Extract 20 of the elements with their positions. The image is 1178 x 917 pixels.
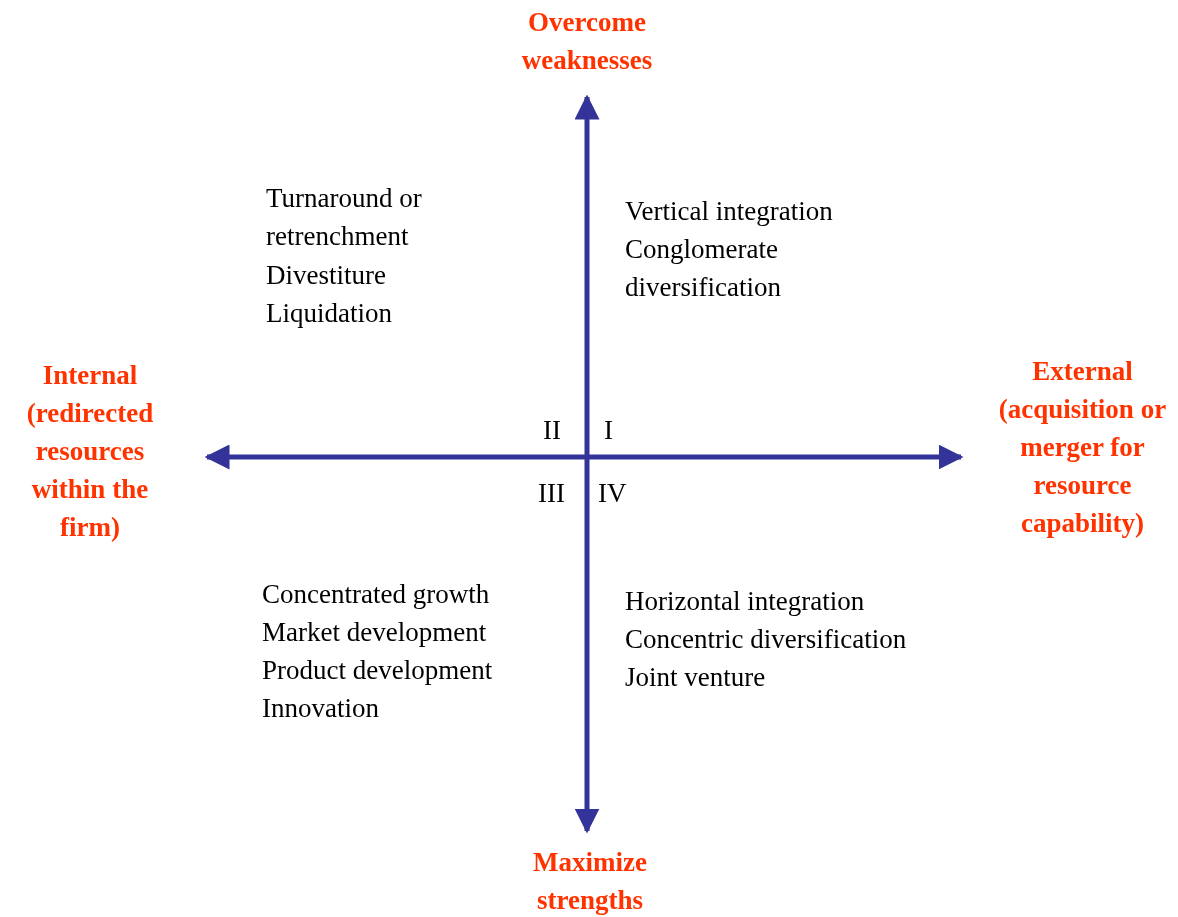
strategy-text: Concentrated growth xyxy=(262,578,491,611)
quadrant-number: I xyxy=(604,414,614,447)
strategy-text: Divestiture xyxy=(266,259,387,292)
axis-label: Internal (redirected resources within the firm) xyxy=(25,359,155,544)
strategy-text: Innovation xyxy=(262,692,380,725)
quadrant-number: III xyxy=(538,477,566,510)
strategy-text: Joint venture xyxy=(625,661,767,694)
strategy-text: Market development xyxy=(262,616,488,649)
axis-label: Maximize strengths xyxy=(532,846,648,917)
axis-label: External (acquisition or merger for resource capability) xyxy=(997,355,1168,540)
strategy-text: Product development xyxy=(262,654,494,687)
strategy-text: Concentric diversification xyxy=(625,623,908,656)
strategy-text: Vertical integration xyxy=(625,195,834,228)
strategy-text: Liquidation xyxy=(266,297,393,330)
quadrant-number: IV xyxy=(598,477,628,510)
strategy-text: Conglomerate diversification xyxy=(625,233,782,304)
quadrant-number: II xyxy=(543,414,562,447)
strategy-text: Turnaround or retrenchment xyxy=(266,182,423,253)
strategy-text: Horizontal integration xyxy=(625,585,866,618)
axis-label: Overcome weaknesses xyxy=(520,6,654,77)
